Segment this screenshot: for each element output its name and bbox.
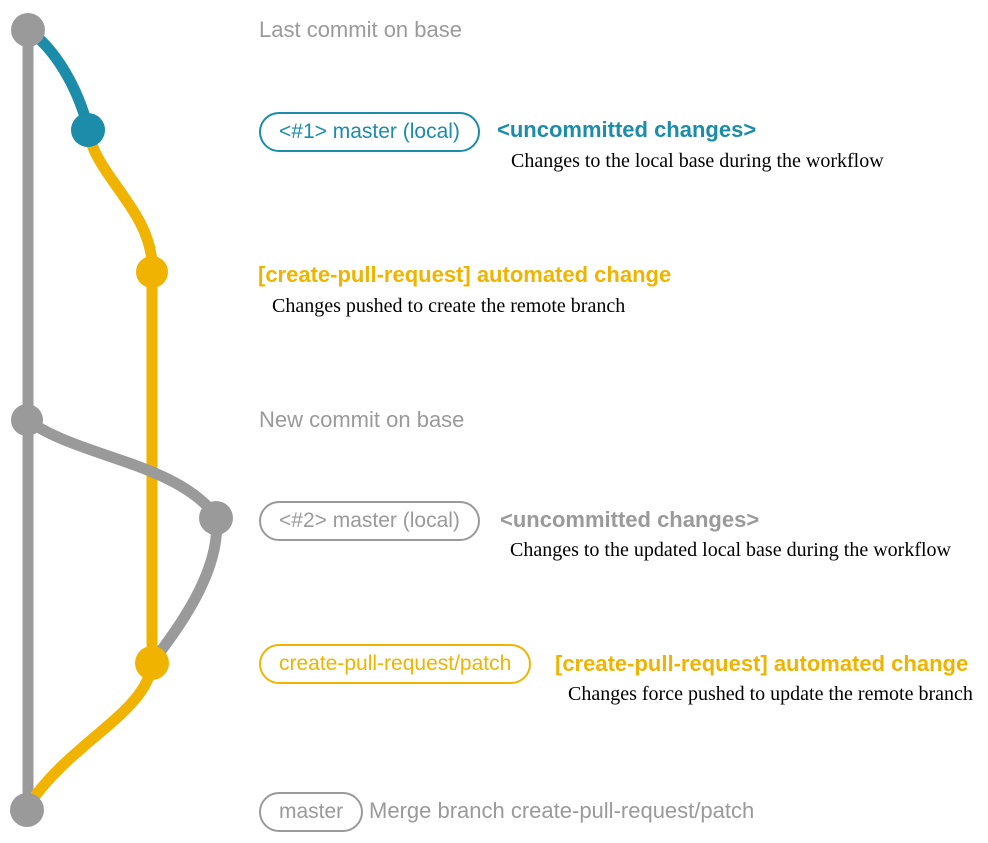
branch-badge-master-local-1: <#1> master (local) — [259, 112, 480, 152]
commit-dot-patch-1 — [136, 256, 168, 288]
commit-dot-merge — [10, 793, 44, 827]
heading-uncommitted-changes-1: <uncommitted changes> — [497, 117, 757, 142]
master-local-2-branch-curve — [21, 414, 222, 522]
commit-dot-new-base — [11, 404, 43, 436]
desc-local-base-changes: Changes to the local base during the wor… — [511, 150, 884, 172]
heading-automated-change-1: [create-pull-request] automated change — [258, 262, 672, 287]
branch-badge-master: master — [259, 792, 364, 832]
desc-pushed-create-remote-branch: Changes pushed to create the remote bran… — [272, 295, 626, 317]
patch-merge-curve — [22, 657, 158, 812]
patch-branch-curve-top — [82, 124, 158, 268]
heading-automated-change-2: [create-pull-request] automated change — [555, 651, 969, 676]
desc-force-pushed-update-remote-branch: Changes force pushed to update the remot… — [568, 683, 973, 705]
desc-updated-local-base-changes: Changes to the updated local base during… — [510, 539, 951, 561]
branch-badge-create-pull-request-patch: create-pull-request/patch — [259, 644, 532, 684]
branch-badge-master-local-2: <#2> master (local) — [259, 501, 480, 541]
commit-dot-last-base — [11, 13, 45, 47]
caption-last-commit-on-base: Last commit on base — [259, 17, 462, 42]
master-local-2-return-curve — [148, 510, 223, 666]
commit-dot-master-local-1 — [71, 113, 105, 147]
heading-uncommitted-changes-2: <uncommitted changes> — [500, 507, 760, 532]
commit-dot-patch-2 — [135, 646, 169, 680]
master-local-branch-curve — [22, 24, 94, 134]
commit-dot-master-local-2 — [199, 501, 233, 535]
git-graph — [10, 13, 233, 827]
caption-merge-branch: Merge branch create-pull-request/patch — [369, 798, 755, 823]
caption-new-commit-on-base: New commit on base — [259, 407, 465, 432]
